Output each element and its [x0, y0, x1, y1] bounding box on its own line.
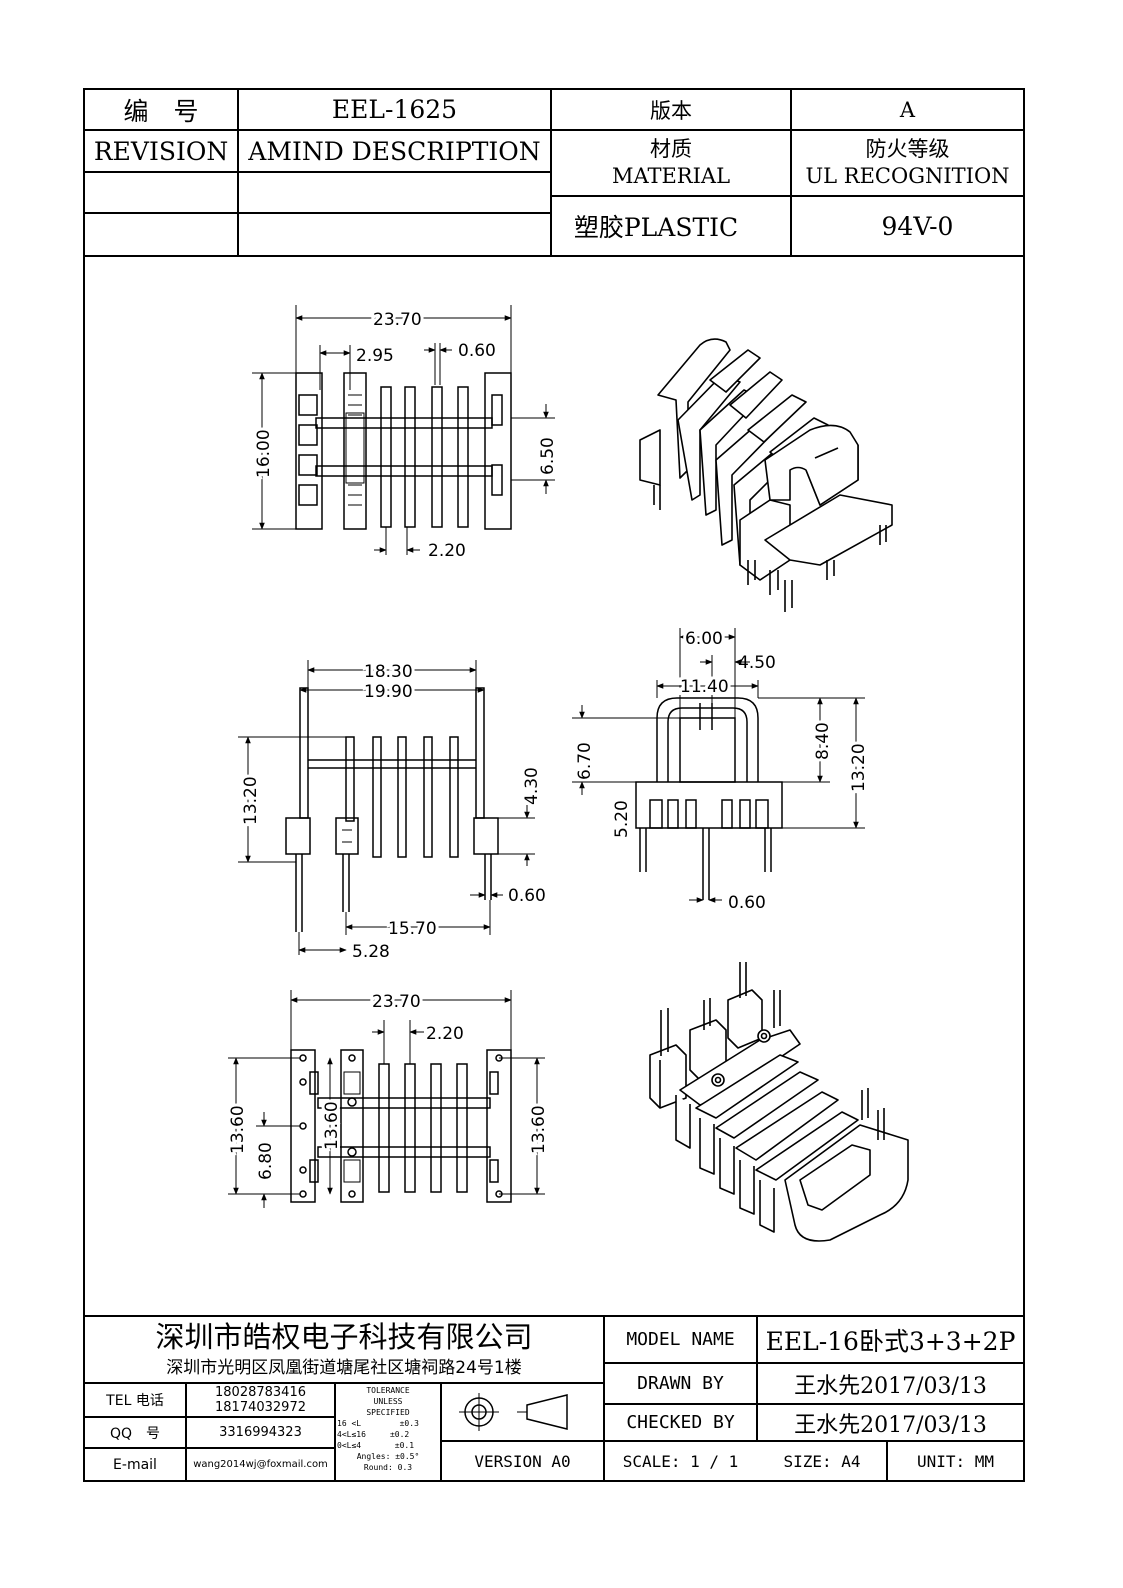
tolerance-line-0: TOLERANCE — [366, 1386, 410, 1395]
dim-bottom-half: 6.80 — [256, 1142, 276, 1180]
dim-bottom-inner: 13.60 — [322, 1101, 342, 1150]
dim-end-window: 4.50 — [738, 653, 776, 673]
tolerance-line-1: UNLESS — [373, 1397, 403, 1406]
tolerance-line-2: SPECIFIED — [366, 1408, 410, 1417]
company-address: 深圳市光明区凤凰街道塘尾社区塘祠路24号1楼 — [166, 1357, 522, 1378]
material-en: MATERIAL — [611, 164, 731, 188]
dim-top-width: 23.70 — [373, 310, 422, 330]
projection-symbol-icon — [459, 1393, 568, 1431]
end-view — [635, 697, 783, 900]
version-label: 版本 — [650, 98, 692, 123]
version-box: VERSION A0 — [474, 1451, 571, 1471]
tolerance-line-6: Angles: ±0.5° — [356, 1452, 420, 1461]
material-value: 塑胶PLASTIC — [573, 213, 739, 242]
amind-description-label: AMIND DESCRIPTION — [248, 136, 541, 166]
dim-end-height: 13.20 — [849, 743, 869, 792]
dim-side-span: 15.70 — [388, 919, 437, 939]
dim-top-pin: 0.60 — [458, 341, 496, 361]
dim-end-top: 6.00 — [685, 629, 723, 649]
fire-rating-value: 94V-0 — [881, 211, 954, 241]
qq-label: QQ 号 — [109, 1425, 161, 1442]
size-value: SIZE: A4 — [783, 1451, 861, 1471]
dim-bottom-width: 23.70 — [372, 992, 421, 1012]
dim-side-offset: 5.28 — [352, 942, 390, 962]
dim-bottom-slot: 2.20 — [426, 1024, 464, 1044]
side-view-dims — [238, 660, 535, 955]
dim-side-pin: 0.60 — [508, 886, 546, 906]
revision-label: REVISION — [93, 136, 229, 166]
tel-1: 18028783416 — [215, 1385, 306, 1400]
email-label: E-mail — [113, 1456, 157, 1473]
tolerance-block: TOLERANCE UNLESS SPECIFIED 16 <L ±0.3 4<… — [337, 1385, 439, 1479]
tolerance-line-5: 0<L≤4 ±0.1 — [337, 1441, 415, 1450]
dim-top-height: 16.00 — [254, 429, 274, 478]
side-view — [285, 687, 499, 932]
checked-by-label: CHECKED BY — [626, 1412, 735, 1433]
dim-side-outer: 19.90 — [364, 682, 413, 702]
fire-en: UL RECOGNITION — [805, 164, 1010, 188]
checked-by-value: 王水先2017/03/13 — [794, 1412, 987, 1438]
email-value: wang2014wj@foxmail.com — [193, 1459, 328, 1470]
dim-end-base: 5.20 — [612, 800, 632, 838]
fire-rating-label: 防火等级 UL RECOGNITION — [791, 130, 1024, 196]
tolerance-line-3: 16 <L ±0.3 — [337, 1419, 419, 1428]
iso-view-bottom — [649, 962, 909, 1242]
company-name: 深圳市皓权电子科技有限公司 — [155, 1320, 533, 1354]
drawn-by-label: DRAWN BY — [637, 1373, 724, 1394]
dim-top-gap: 6.50 — [538, 437, 558, 475]
bottom-view-dims — [228, 990, 545, 1208]
end-view-dims — [572, 628, 865, 903]
dim-side-height: 13.20 — [241, 776, 261, 825]
dim-top-pitch: 2.95 — [356, 346, 394, 366]
top-view — [295, 372, 512, 530]
number-label: 编 号 — [123, 96, 199, 126]
dim-end-h1: 6.70 — [575, 742, 595, 780]
qq-value: 3316994323 — [219, 1425, 302, 1440]
model-name-label: MODEL NAME — [626, 1329, 735, 1350]
dim-end-h2: 8.40 — [813, 722, 833, 760]
top-view-dims — [252, 305, 555, 555]
model-name-value: EEL-16卧式3+3+2P — [765, 1326, 1016, 1356]
dim-bottom-height-right: 13.60 — [529, 1105, 549, 1154]
tolerance-line-7: Round: 0.3 — [363, 1463, 413, 1472]
dim-side-inner: 18.30 — [364, 662, 413, 682]
material-label: 材质 MATERIAL — [551, 130, 791, 196]
dim-top-slot: 2.20 — [428, 541, 466, 561]
tel-label: TEL 电话 — [106, 1393, 164, 1409]
material-cn: 材质 — [650, 137, 692, 161]
unit-value: UNIT: MM — [916, 1451, 995, 1471]
dim-side-step: 4.30 — [522, 767, 542, 805]
scale-value: SCALE: 1 / 1 — [622, 1451, 739, 1471]
version-value: A — [899, 97, 916, 122]
dim-end-pin: 0.60 — [728, 893, 766, 913]
dim-end-width: 11.40 — [680, 677, 729, 697]
dim-bottom-height-left: 13.60 — [228, 1105, 248, 1154]
fire-cn: 防火等级 — [865, 137, 950, 161]
drawn-by-value: 王水先2017/03/13 — [794, 1373, 987, 1399]
tel-numbers: 18028783416 18174032972 — [186, 1383, 335, 1417]
iso-view-top — [639, 338, 893, 612]
tel-2: 18174032972 — [215, 1400, 306, 1415]
tolerance-line-4: 4<L≤16 ±0.2 — [337, 1430, 410, 1439]
number-value: EEL-1625 — [331, 95, 458, 124]
